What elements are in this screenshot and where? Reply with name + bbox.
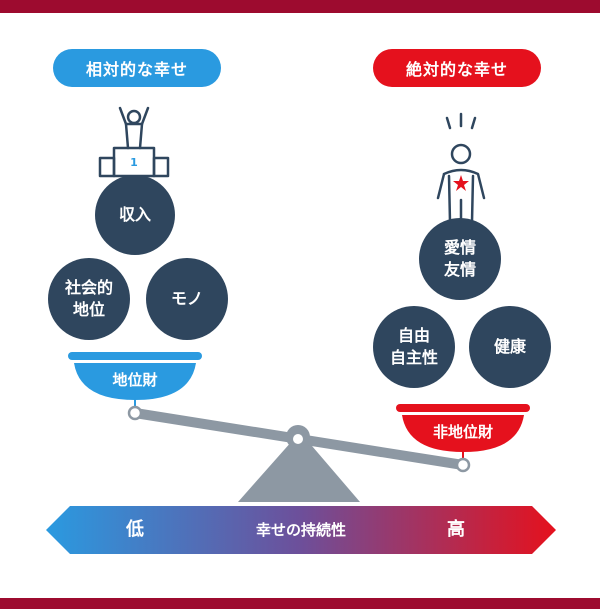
ball-health: 健康 bbox=[469, 306, 551, 388]
ball-autonomy: 自由 自主性 bbox=[373, 306, 455, 388]
arrow-low-label: 低 bbox=[126, 519, 144, 540]
ball-social-status: 社会的 地位 bbox=[48, 258, 130, 340]
ball-love-friendship: 愛情 友情 bbox=[419, 218, 501, 300]
right-pan-rim bbox=[396, 404, 530, 412]
star-icon bbox=[453, 175, 469, 191]
left-pan-bowl bbox=[74, 363, 196, 400]
arrow-center-label: 幸せの持続性 bbox=[255, 521, 346, 539]
left-pan-hook bbox=[127, 405, 143, 421]
right-pan-label: 非地位財 bbox=[432, 423, 493, 441]
bottom-border bbox=[0, 598, 600, 609]
absolute-happiness-label: 絶対的な幸せ bbox=[373, 49, 541, 87]
right-pan-hook bbox=[455, 457, 471, 473]
top-border bbox=[0, 0, 600, 13]
ball-income: 収入 bbox=[95, 175, 175, 255]
arrow-high-label: 高 bbox=[447, 519, 465, 540]
standing-person-icon bbox=[436, 112, 486, 224]
left-pan-rim bbox=[68, 352, 202, 360]
fulcrum bbox=[238, 432, 360, 502]
relative-happiness-label: 相対的な幸せ bbox=[53, 49, 221, 87]
left-pan-label: 地位財 bbox=[112, 371, 158, 389]
podium-winner-icon bbox=[98, 106, 170, 178]
pivot-pin bbox=[293, 434, 303, 444]
ball-things: モノ bbox=[146, 258, 228, 340]
podium-number: 1 bbox=[130, 156, 138, 169]
sustainability-arrow bbox=[46, 506, 556, 554]
right-pan-bowl bbox=[402, 415, 524, 452]
